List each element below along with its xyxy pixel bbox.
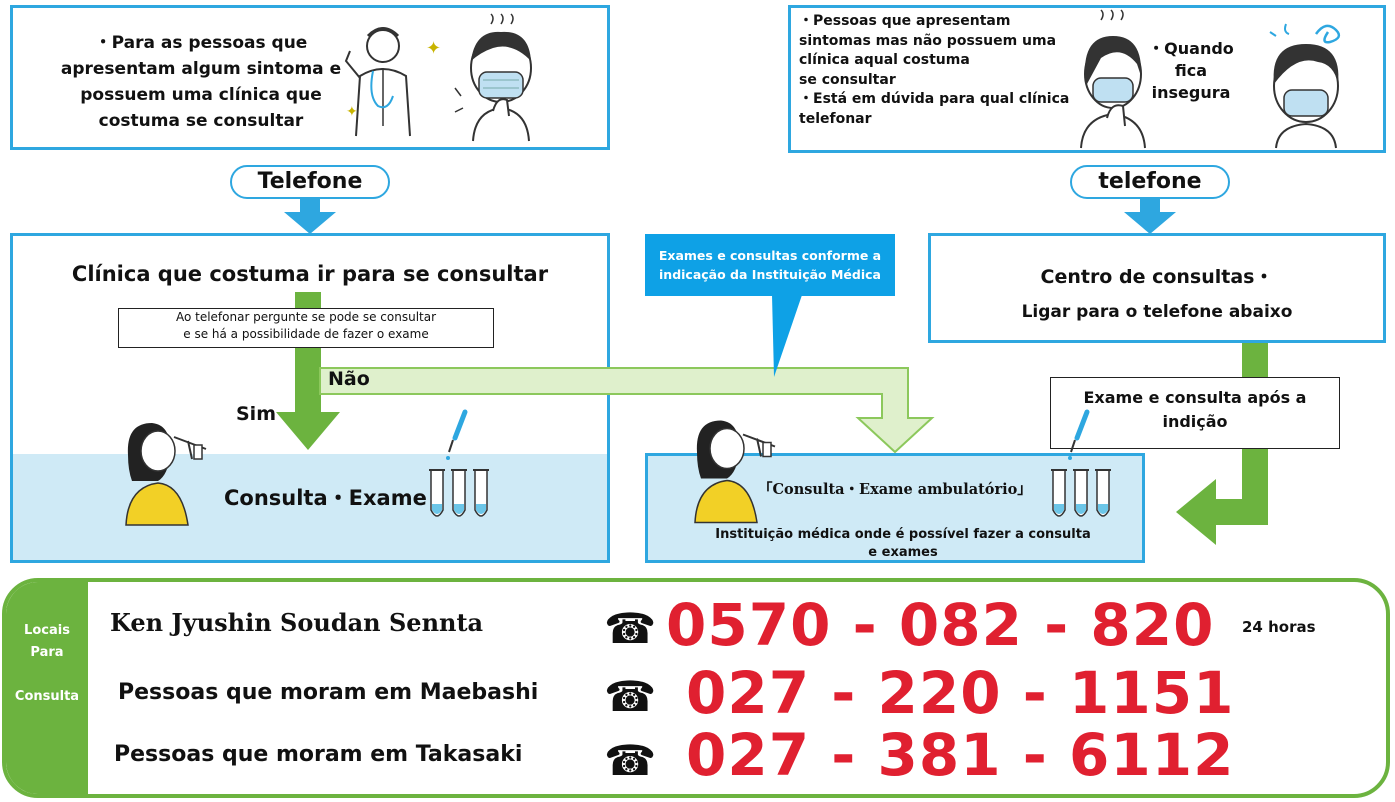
masked-coughing-patient-icon (1080, 9, 1146, 149)
top-right-line-2: sintomas mas não possuem uma (799, 32, 1057, 49)
consultation-center-line-1: Centro de consultas・ (1040, 266, 1274, 288)
test-tubes-icon-right (1051, 409, 1111, 517)
contact-name-1: Ken Jyushin Soudan Sennta (110, 608, 484, 637)
callout-line-1: Exames e consultas conforme a (658, 248, 882, 263)
yes-label: Sim (236, 403, 276, 425)
phone-number-3[interactable]: 027 - 381 - 6112 (686, 721, 1235, 789)
test-tubes-icon-left (429, 409, 489, 517)
phone-number-2[interactable]: 027 - 220 - 1151 (686, 659, 1235, 727)
hours-note: 24 horas (1242, 618, 1316, 636)
clinic-call-note-line-2: e se há a possibilidade de fazer o exame (183, 327, 429, 341)
contact-name-2: Pessoas que moram em Maebashi (118, 680, 539, 705)
telephone-icon: ☎ (604, 604, 657, 653)
telephone-pill-right: telefone (1070, 165, 1230, 199)
doctor-icon: ✦ ✦ (344, 27, 441, 137)
worried-patient-icon (1269, 23, 1341, 149)
top-right-line-5: ・Está em dúvida para qual clínica (799, 91, 1070, 107)
svg-text:✦: ✦ (426, 38, 441, 59)
outpatient-title: 「Consulta・Exame ambulatório」 (758, 481, 1032, 498)
phone-number-1[interactable]: 0570 - 082 - 820 (666, 591, 1215, 659)
top-left-line-4: costuma se consultar (98, 111, 304, 131)
top-left-text: ・Para as pessoas que apresentam algum si… (51, 30, 351, 134)
outpatient-desc-line-1: Instituição médica onde é possível fazer… (715, 527, 1091, 542)
consultation-center-box: Centro de consultas・ Ligar para o telefo… (928, 233, 1386, 343)
top-right-text: ・Pessoas que apresentam sintomas mas não… (799, 12, 1089, 129)
outpatient-desc-line-2: e exames (868, 545, 938, 560)
blue-arrow-right (1124, 198, 1176, 234)
regular-clinic-title: Clínica que costuma ir para se consultar (71, 262, 549, 286)
consult-exam-label: Consulta・Exame (224, 486, 427, 510)
top-right-line-6: telefonar (799, 110, 872, 127)
telephone-icon: ☎ (604, 736, 657, 785)
after-note-line-1: Exame e consulta após a (1083, 388, 1307, 407)
masked-patient-icon (454, 13, 532, 142)
institution-indication-callout: Exames e consultas conforme a indicação … (645, 234, 895, 296)
after-note-line-2: indição (1162, 412, 1228, 431)
top-right-line-3: clínica aqual costuma (799, 52, 970, 68)
svg-text:✦: ✦ (346, 104, 358, 120)
side-label-line-4: Consulta (14, 689, 80, 704)
regular-clinic-result-area (13, 454, 607, 560)
callout-line-2: indicação da Instituição Médica (659, 267, 881, 282)
top-left-line-1: ・Para as pessoas que (94, 33, 308, 53)
top-left-line-3: possuem uma clínica que (80, 85, 322, 105)
contacts-side-label: Locais Para Consulta (6, 582, 88, 794)
consultation-center-line-2: Ligar para o telefone abaixo (1021, 302, 1293, 322)
top-right-side-line-1: ・Quando (1148, 39, 1234, 58)
after-indication-note: Exame e consulta após a indição (1050, 377, 1340, 449)
contacts-panel: Locais Para Consulta Ken Jyushin Soudan … (2, 578, 1390, 798)
telephone-icon: ☎ (604, 672, 657, 721)
contact-name-3: Pessoas que moram em Takasaki (114, 742, 523, 767)
no-label: Não (328, 368, 370, 390)
top-right-line-4: se consultar (799, 71, 896, 88)
side-label-line-2: Para (30, 645, 64, 660)
regular-clinic-box: Clínica que costuma ir para se consultar (10, 233, 610, 563)
light-green-route-arrow (319, 367, 935, 454)
side-label-line-1: Locais (24, 623, 70, 638)
top-left-line-2: apresentam algum sintoma e (60, 59, 342, 79)
top-right-line-1: ・Pessoas que apresentam (799, 13, 1011, 29)
callout-pointer (772, 295, 802, 377)
clinic-call-note-line-1: Ao telefonar pergunte se pode se consult… (175, 310, 437, 324)
swab-test-woman-icon-right (694, 420, 776, 524)
top-right-situation-box: ・Pessoas que apresentam sintomas mas não… (788, 5, 1386, 153)
blue-arrow-left (284, 198, 336, 234)
top-right-side-text: ・Quando fica insegura (1141, 38, 1241, 104)
top-left-situation-box: ・Para as pessoas que apresentam algum si… (10, 5, 610, 150)
clinic-call-note: Ao telefonar pergunte se pode se consult… (118, 308, 494, 348)
top-right-side-line-2: fica insegura (1151, 61, 1231, 102)
telephone-pill-left: Telefone (230, 165, 390, 199)
outpatient-description: Instituição médica onde é possível fazer… (688, 526, 1118, 562)
swab-test-woman-icon-left (125, 423, 207, 526)
